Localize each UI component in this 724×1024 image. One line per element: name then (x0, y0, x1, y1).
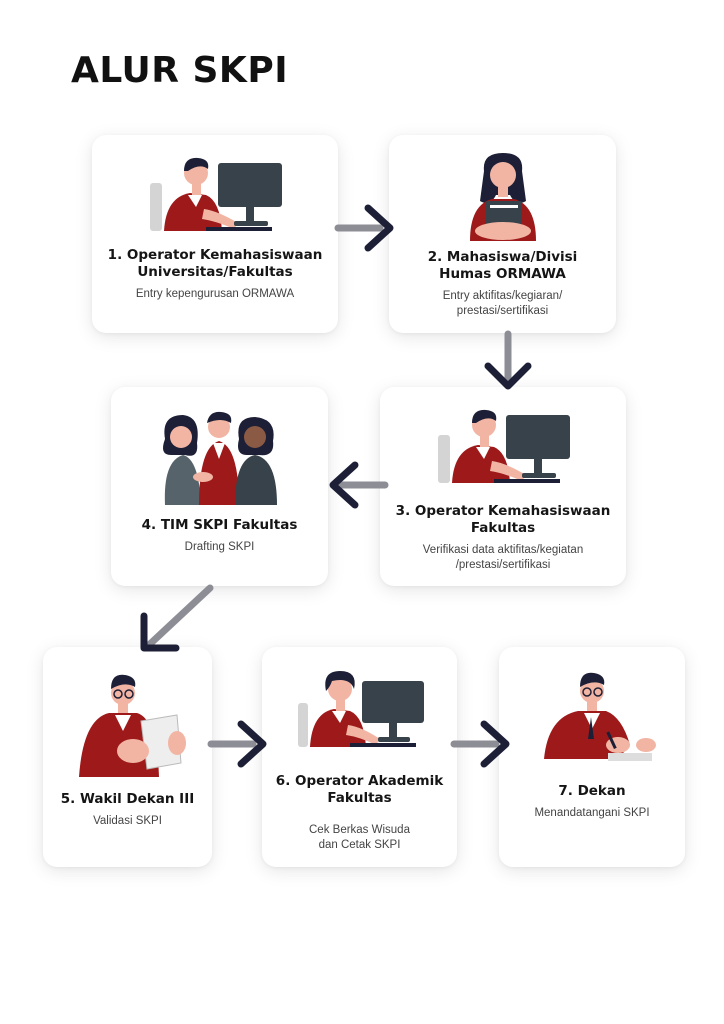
step-description: Entry aktifitas/kegiaran/ prestasi/serti… (442, 290, 563, 317)
arrow-right-icon (450, 720, 510, 768)
step-description: Cek Berkas Wisuda dan Cetak SKPI (309, 824, 410, 851)
step-description: Verifikasi data aktifitas/kegiatan /pres… (422, 544, 584, 571)
arrow-left-icon (329, 461, 389, 509)
student-holding-books-icon (469, 153, 536, 241)
step-title: 2. Mahasiswa/Divisi Humas ORMAWA (427, 249, 578, 282)
step-card-2: 2. Mahasiswa/Divisi Humas ORMAWA Entry a… (389, 135, 616, 333)
step-card-6: 6. Operator Akademik Fakultas Cek Berkas… (262, 647, 457, 867)
arrow-right-icon (207, 720, 267, 768)
step-card-7: 7. Dekan Menandatangani SKPI (499, 647, 685, 867)
person-at-computer-icon (150, 157, 282, 231)
person-at-computer-icon (438, 409, 570, 483)
step-card-1: 1. Operator Kemahasiswaan Universitas/Fa… (92, 135, 338, 333)
page-title: ALUR SKPI (71, 50, 289, 91)
step-card-3: 3. Operator Kemahasiswaan Fakultas Verif… (380, 387, 626, 586)
person-at-computer-icon (297, 671, 424, 747)
step-title: 3. Operator Kemahasiswaan Fakultas (395, 503, 611, 536)
arrow-down-icon (484, 330, 532, 390)
step-title: 5. Wakil Dekan III (60, 791, 195, 807)
step-description: Validasi SKPI (93, 815, 162, 827)
step-card-5: 5. Wakil Dekan III Validasi SKPI (43, 647, 212, 867)
step-description: Menandatangani SKPI (534, 807, 650, 819)
step-title: 7. Dekan (558, 783, 626, 799)
arrow-down-left-icon (140, 584, 214, 652)
step-title: 4. TIM SKPI Fakultas (141, 517, 298, 533)
person-reading-document-icon (78, 674, 186, 777)
step-title: 1. Operator Kemahasiswaan Universitas/Fa… (107, 247, 323, 280)
step-description: Drafting SKPI (184, 541, 255, 553)
step-description: Entry kepengurusan ORMAWA (135, 288, 295, 300)
arrow-right-icon (334, 204, 394, 252)
step-card-4: 4. TIM SKPI Fakultas Drafting SKPI (111, 387, 328, 586)
person-signing-document-icon (544, 672, 656, 761)
step-title: 6. Operator Akademik Fakultas (275, 773, 444, 806)
team-group-icon (162, 411, 277, 505)
